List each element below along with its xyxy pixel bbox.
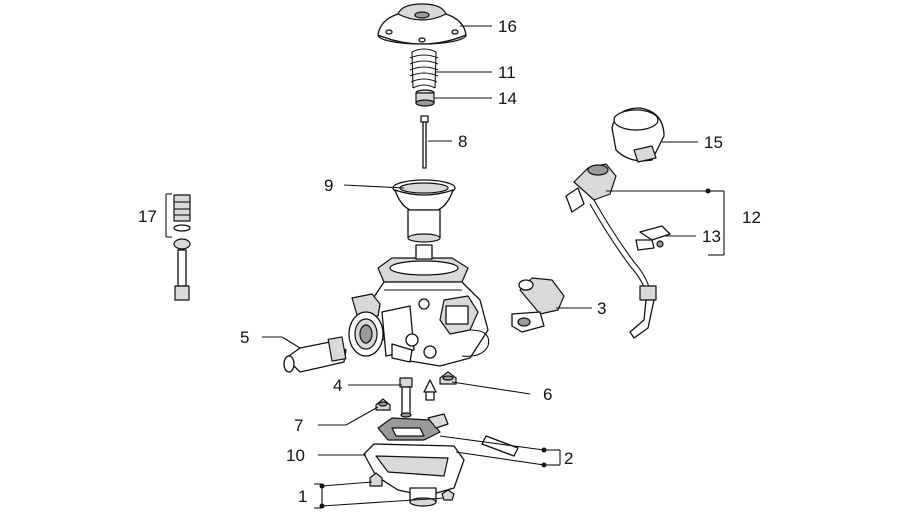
callout-10: 10 [286,446,305,465]
part-bowl-10 [363,443,465,507]
part-diaphragm-9 [392,179,456,243]
callout-4: 4 [333,376,342,395]
callout-8: 8 [458,132,467,151]
part-clip-13 [635,225,671,251]
callout-17: 17 [138,207,157,226]
part-plug-6 [439,371,457,385]
leader-lines [165,25,725,509]
callout-16: 16 [498,17,517,36]
part-spring-11 [409,48,439,89]
part-seat-14 [415,89,435,107]
callout-6: 6 [543,385,552,404]
part-jet-4 [399,377,413,418]
callout-13: 13 [702,227,721,246]
part-cap-15 [611,107,665,163]
part-screws-1 [369,472,455,501]
callout-7: 7 [294,416,303,435]
callout-3: 3 [597,299,606,318]
part-carburetor-body [348,244,490,367]
part-fitting-5 [283,336,347,373]
part-assembly-12 [565,163,657,339]
part-enrichener-17 [173,194,191,301]
part-float [377,413,519,457]
callout-1: 1 [298,487,307,506]
part-cover-16 [377,3,467,45]
callout-12: 12 [742,208,761,227]
callout-2: 2 [564,449,573,468]
part-cover-3 [511,277,565,333]
callout-15: 15 [704,133,723,152]
callout-5: 5 [240,328,249,347]
callout-9: 9 [324,176,333,195]
part-plug-7 [375,398,391,411]
part-needle-valve [423,379,437,401]
callout-14: 14 [498,89,517,108]
callout-labels: 16 11 14 8 9 17 15 12 13 3 5 4 6 7 2 10 … [138,17,761,506]
callout-11: 11 [498,63,516,82]
part-needle-8 [420,115,429,169]
